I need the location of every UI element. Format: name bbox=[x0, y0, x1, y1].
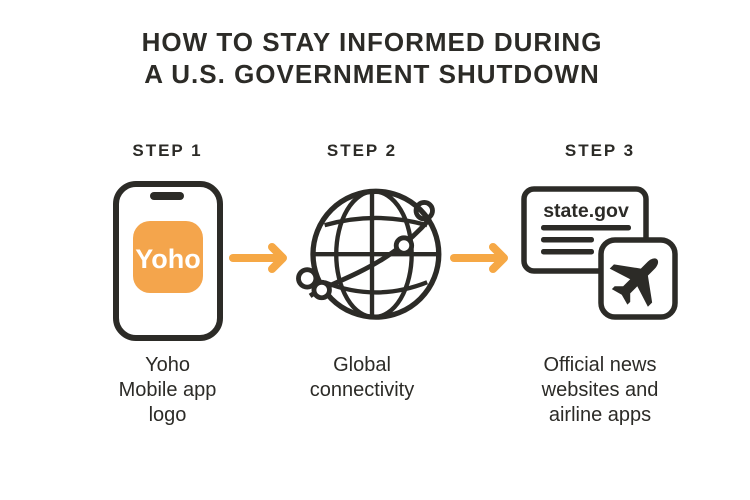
step-2-caption: Global connectivity bbox=[309, 354, 415, 401]
yoho-logo-text: Yoho bbox=[135, 244, 200, 274]
orbit-node-right bbox=[393, 235, 415, 256]
step-1-label: STEP 1 bbox=[132, 141, 203, 160]
step-2-column: STEP 2 Global connectivity bbox=[262, 141, 462, 403]
yoho-app-tile bbox=[132, 221, 203, 293]
arrow-right-icon bbox=[450, 243, 508, 273]
step-1-icon-area: Yoho bbox=[70, 175, 265, 347]
orbit-loop-top bbox=[413, 200, 435, 222]
phone-body bbox=[112, 181, 223, 341]
globe-top-latitude bbox=[324, 215, 428, 228]
step-2-label: STEP 2 bbox=[326, 141, 398, 160]
text-line-3 bbox=[540, 248, 594, 254]
step-3-caption: Official news websites and airline apps bbox=[541, 354, 659, 426]
step-3-column: STEP 3 state.gov Official news websites … bbox=[500, 141, 700, 428]
orbit-loop-bottom bbox=[296, 267, 319, 290]
text-line-1 bbox=[540, 224, 631, 230]
browser-window bbox=[520, 185, 649, 274]
orbit-node-left bbox=[311, 279, 332, 301]
globe-bottom-latitude bbox=[323, 280, 428, 295]
arrow-right-icon bbox=[229, 243, 287, 273]
smartphone-icon: Yoho bbox=[112, 181, 223, 341]
airplane-icon bbox=[609, 257, 658, 307]
step-3-icon-area: state.gov bbox=[500, 175, 700, 347]
text-line-2 bbox=[540, 236, 594, 242]
step-3-label: STEP 3 bbox=[564, 141, 636, 160]
arrow-head bbox=[489, 243, 508, 273]
arrow-head bbox=[268, 243, 287, 273]
page-title: HOW TO STAY INFORMED DURING A U.S. GOVER… bbox=[141, 27, 603, 89]
browser-url-text: state.gov bbox=[543, 200, 629, 222]
news-website-airline-icon: state.gov bbox=[520, 185, 678, 320]
phone-notch bbox=[149, 192, 184, 200]
step-2-icon-area bbox=[262, 175, 462, 347]
globe-icon bbox=[296, 188, 442, 320]
step-1-column: STEP 1 Yoho Yoho Mobile app logo bbox=[70, 141, 265, 428]
step-1-caption: Yoho Mobile app logo bbox=[118, 354, 217, 426]
